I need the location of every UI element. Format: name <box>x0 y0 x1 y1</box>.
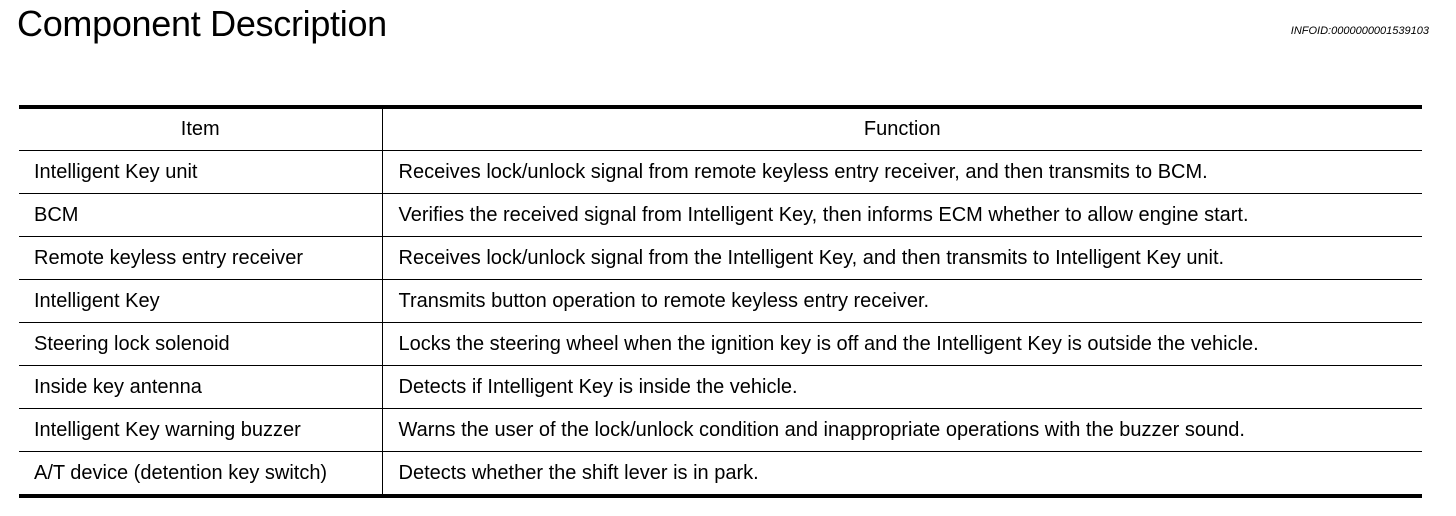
item-cell: Intelligent Key warning buzzer <box>19 408 383 452</box>
component-table-container: Item Function Intelligent Key unit Recei… <box>19 105 1422 498</box>
table-row: A/T device (detention key switch) Detect… <box>19 451 1422 496</box>
component-description-table: Item Function Intelligent Key unit Recei… <box>19 105 1422 498</box>
function-cell: Receives lock/unlock signal from remote … <box>382 150 1422 194</box>
function-cell: Detects if Intelligent Key is inside the… <box>382 365 1422 409</box>
info-id: INFOID:0000000001539103 <box>1290 25 1429 37</box>
table-header-row: Item Function <box>19 107 1422 151</box>
page-title: Component Description <box>17 3 387 44</box>
function-cell: Locks the steering wheel when the igniti… <box>382 322 1422 366</box>
function-cell: Verifies the received signal from Intell… <box>382 193 1422 237</box>
item-cell: Intelligent Key <box>19 279 383 323</box>
table-row: Intelligent Key Transmits button operati… <box>19 279 1422 323</box>
table-row: BCM Verifies the received signal from In… <box>19 193 1422 237</box>
item-cell: Steering lock solenoid <box>19 322 383 366</box>
function-cell: Detects whether the shift lever is in pa… <box>398 461 759 484</box>
item-cell: Remote keyless entry receiver <box>19 236 383 280</box>
function-cell: Transmits button operation to remote key… <box>382 279 1422 323</box>
table-row: Intelligent Key warning buzzer Warns the… <box>19 408 1422 452</box>
item-cell: Inside key antenna <box>19 365 383 409</box>
table-row: Remote keyless entry receiver Receives l… <box>19 236 1422 280</box>
item-cell: Intelligent Key unit <box>19 150 383 194</box>
table-row: Inside key antenna Detects if Intelligen… <box>19 365 1422 409</box>
item-cell: BCM <box>19 193 383 237</box>
item-cell: A/T device (detention key switch) <box>19 451 383 496</box>
table-row: Steering lock solenoid Locks the steerin… <box>19 322 1422 366</box>
function-cell: Receives lock/unlock signal from the Int… <box>382 236 1422 280</box>
column-header-item: Item <box>19 107 383 151</box>
function-cell: Warns the user of the lock/unlock condit… <box>382 408 1422 452</box>
table-row: Intelligent Key unit Receives lock/unloc… <box>19 150 1422 194</box>
column-header-function: Function <box>382 107 1422 151</box>
